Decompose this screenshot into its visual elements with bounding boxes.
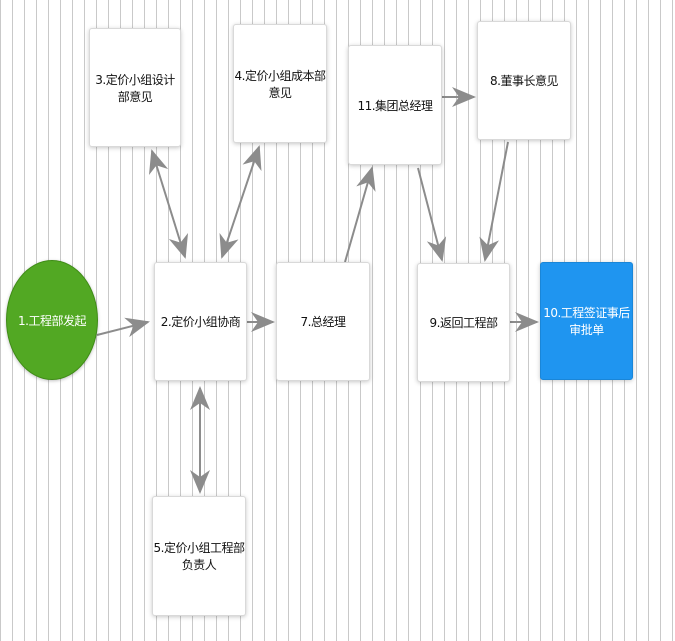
node-5-label: 5.定价小组工程部负责人	[153, 541, 245, 572]
node-10-label: 10.工程签证事后审批单	[543, 306, 630, 337]
node-4[interactable]: 4.定价小组成本部意见	[233, 24, 327, 143]
node-3[interactable]: 3.定价小组设计部意见	[89, 28, 181, 147]
node-8-label: 8.董事长意见	[490, 74, 558, 88]
node-8[interactable]: 8.董事长意见	[477, 21, 571, 140]
edge-2-to-3	[148, 149, 189, 259]
node-3-label: 3.定价小组设计部意见	[95, 72, 175, 104]
edge-11-to-9	[417, 167, 447, 262]
node-5[interactable]: 5.定价小组工程部负责人	[152, 496, 246, 616]
node-2-label: 2.定价小组协商	[160, 315, 241, 329]
node-2[interactable]: 2.定价小组协商	[154, 262, 247, 381]
edge-7-to-11	[344, 166, 376, 263]
node-10-end[interactable]: 10.工程签证事后审批单	[540, 262, 633, 380]
node-11[interactable]: 11.集团总经理	[348, 45, 442, 165]
node-7-label: 7.总经理	[300, 315, 346, 329]
node-11-label: 11.集团总经理	[357, 98, 433, 113]
edge-2-to-4	[219, 145, 262, 259]
edge-8-to-9	[479, 141, 509, 262]
node-7[interactable]: 7.总经理	[276, 262, 370, 381]
node-4-label: 4.定价小组成本部意见	[234, 68, 326, 100]
edge-1-to-2	[96, 317, 150, 338]
node-1-label: 1.工程部发起	[18, 313, 86, 328]
node-9-label: 9.返回工程部	[429, 316, 498, 330]
node-9[interactable]: 9.返回工程部	[417, 263, 510, 382]
node-1-start[interactable]: 1.工程部发起	[6, 260, 98, 380]
